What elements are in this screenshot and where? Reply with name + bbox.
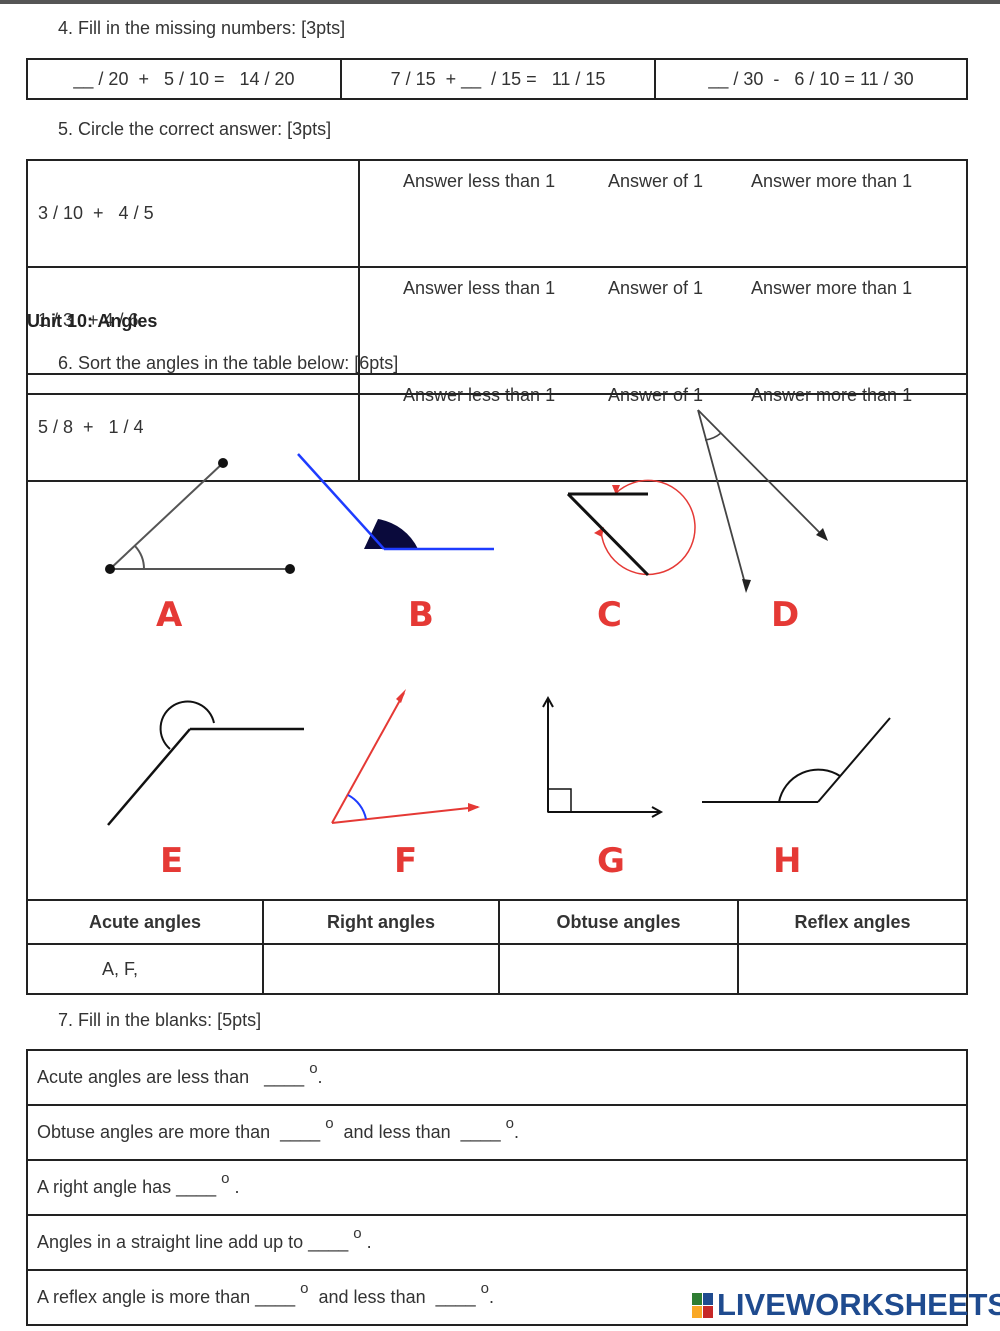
header-obtuse: Obtuse angles bbox=[498, 899, 739, 945]
option-more-than-1[interactable]: Answer more than 1 bbox=[751, 171, 913, 191]
expression-cell: 3 / 10 + 4 / 5 bbox=[26, 159, 360, 268]
sentence-end: . bbox=[317, 1067, 323, 1087]
angle-label-g: G bbox=[597, 841, 625, 881]
options-cell: Answer less than 1 Answer of 1 Answer mo… bbox=[358, 159, 968, 268]
option-more-than-1[interactable]: Answer more than 1 bbox=[751, 278, 913, 298]
blank-row-right[interactable]: A right angle has ____ o . bbox=[26, 1159, 968, 1216]
missing-number-cell-1[interactable]: __ / 20 + 5 / 10 = 14 / 20 bbox=[26, 58, 342, 100]
degree-symbol: o bbox=[221, 1170, 230, 1187]
sentence-text: and less than ____ bbox=[333, 1122, 506, 1142]
options-cell: Answer less than 1 Answer of 1 Answer mo… bbox=[358, 373, 968, 482]
table-row: A reflex angle is more than ____ o and l… bbox=[26, 1269, 968, 1326]
answer-right[interactable] bbox=[262, 943, 500, 995]
header-right: Right angles bbox=[262, 899, 500, 945]
option-more-than-1[interactable]: Answer more than 1 bbox=[751, 385, 913, 405]
blank-row-acute[interactable]: Acute angles are less than ____ o. bbox=[26, 1049, 968, 1106]
sentence-end: . bbox=[361, 1232, 372, 1252]
header-reflex: Reflex angles bbox=[737, 899, 968, 945]
table-row: 1 / 3 + 4 / 6 Answer less than 1 Answer … bbox=[26, 266, 968, 375]
blank-row-reflex[interactable]: A reflex angle is more than ____ o and l… bbox=[26, 1269, 968, 1326]
question-6-title: 6. Sort the angles in the table below: [… bbox=[58, 353, 399, 373]
answer-acute[interactable]: A, F, bbox=[26, 943, 264, 995]
table-row: 5 / 8 + 1 / 4 Answer less than 1 Answer … bbox=[26, 373, 968, 482]
degree-symbol: o bbox=[309, 1060, 318, 1077]
expression-cell: 1 / 3 + 4 / 6 bbox=[26, 266, 360, 375]
table-row: Acute angles are less than ____ o. bbox=[26, 1049, 968, 1106]
fill-missing-table: __ / 20 + 5 / 10 = 14 / 20 7 / 15 + __ /… bbox=[26, 58, 968, 100]
angle-h-figure bbox=[702, 717, 891, 803]
sentence-end: . bbox=[229, 1177, 240, 1197]
option-equal-1[interactable]: Answer of 1 bbox=[608, 278, 704, 298]
degree-symbol: o bbox=[480, 1280, 489, 1297]
question-7-title: 7. Fill in the blanks: [5pts] bbox=[58, 1010, 262, 1030]
option-equal-1[interactable]: Answer of 1 bbox=[608, 385, 704, 405]
degree-symbol: o bbox=[353, 1225, 362, 1242]
sentence-text: Acute angles are less than ____ bbox=[37, 1067, 310, 1087]
angle-label-f: F bbox=[394, 841, 418, 881]
answer-obtuse[interactable] bbox=[498, 943, 739, 995]
missing-number-cell-2[interactable]: 7 / 15 + __ / 15 = 11 / 15 bbox=[340, 58, 656, 100]
angle-c-figure bbox=[566, 479, 696, 577]
angle-label-a: A bbox=[156, 595, 183, 635]
option-equal-1[interactable]: Answer of 1 bbox=[608, 171, 704, 191]
angle-g-figure bbox=[542, 695, 664, 818]
sentence-end: . bbox=[514, 1122, 520, 1142]
table-row: 3 / 10 + 4 / 5 Answer less than 1 Answer… bbox=[26, 159, 968, 268]
logo-text: LIVEWORKSHEETS bbox=[717, 1287, 1000, 1322]
liveworksheets-logo: LIVEWORKSHEETS bbox=[692, 1287, 1000, 1322]
angles-figure-box: A B C D E F G H bbox=[26, 393, 968, 901]
angle-label-d: D bbox=[771, 595, 800, 635]
sentence-text: A right angle has ____ bbox=[37, 1177, 222, 1197]
angle-b-figure bbox=[297, 453, 494, 551]
sentence-text: Angles in a straight line add up to ____ bbox=[37, 1232, 354, 1252]
sort-angles-table: Acute angles Right angles Obtuse angles … bbox=[26, 899, 968, 995]
angles-figure bbox=[105, 409, 891, 826]
answer-reflex[interactable] bbox=[737, 943, 968, 995]
degree-symbol: o bbox=[300, 1280, 309, 1297]
degree-symbol: o bbox=[505, 1115, 514, 1132]
top-border bbox=[0, 0, 1000, 4]
table-row: Angles in a straight line add up to ____… bbox=[26, 1214, 968, 1271]
table-row: A right angle has ____ o . bbox=[26, 1159, 968, 1216]
expression-cell: 5 / 8 + 1 / 4 bbox=[26, 373, 360, 482]
angle-d-figure bbox=[697, 409, 828, 593]
angle-label-b: B bbox=[408, 595, 434, 635]
missing-number-cell-3[interactable]: __ / 30 - 6 / 10 = 11 / 30 bbox=[654, 58, 968, 100]
option-less-than-1[interactable]: Answer less than 1 bbox=[403, 171, 556, 191]
sentence-text: A reflex angle is more than ____ bbox=[37, 1287, 301, 1307]
sentence-text: Obtuse angles are more than ____ bbox=[37, 1122, 326, 1142]
angle-f-figure bbox=[331, 689, 480, 824]
circle-answer-table: 3 / 10 + 4 / 5 Answer less than 1 Answer… bbox=[26, 159, 968, 482]
blank-row-straight[interactable]: Angles in a straight line add up to ____… bbox=[26, 1214, 968, 1271]
angle-a-figure bbox=[105, 458, 295, 574]
options-cell: Answer less than 1 Answer of 1 Answer mo… bbox=[358, 266, 968, 375]
degree-symbol: o bbox=[325, 1115, 334, 1132]
option-less-than-1[interactable]: Answer less than 1 bbox=[403, 385, 556, 405]
blank-row-obtuse[interactable]: Obtuse angles are more than ____ o and l… bbox=[26, 1104, 968, 1161]
angle-e-figure bbox=[107, 700, 304, 826]
question-5-title: 5. Circle the correct answer: [3pts] bbox=[58, 119, 332, 139]
table-row: Obtuse angles are more than ____ o and l… bbox=[26, 1104, 968, 1161]
fill-blanks-table: Acute angles are less than ____ o. Obtus… bbox=[26, 1049, 968, 1326]
angle-label-c: C bbox=[597, 595, 622, 635]
sentence-end: . bbox=[488, 1287, 494, 1307]
question-4-title: 4. Fill in the missing numbers: [3pts] bbox=[58, 18, 346, 38]
angle-label-e: E bbox=[160, 841, 184, 881]
option-less-than-1[interactable]: Answer less than 1 bbox=[403, 278, 556, 298]
unit-heading: Unit 10: Angles bbox=[27, 311, 158, 331]
angle-label-h: H bbox=[773, 841, 802, 881]
header-acute: Acute angles bbox=[26, 899, 264, 945]
sentence-text: and less than ____ bbox=[308, 1287, 481, 1307]
logo-icon bbox=[692, 1292, 714, 1318]
